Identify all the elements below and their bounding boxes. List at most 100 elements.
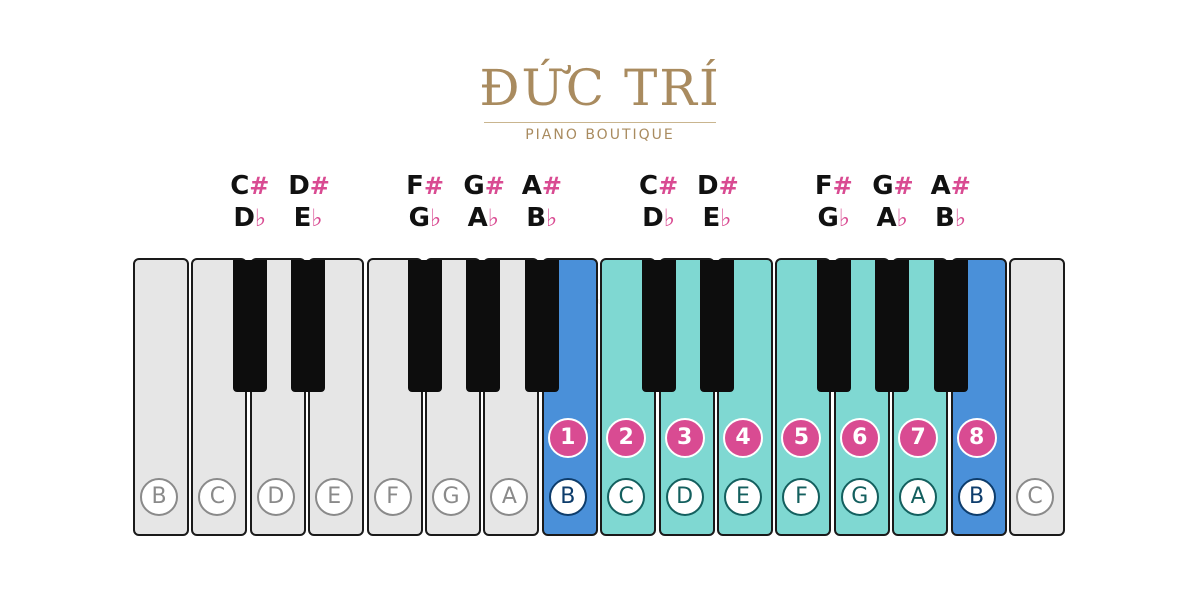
scale-step-badge: 5	[781, 418, 822, 458]
flat-letter: G	[408, 203, 430, 233]
accidental-label: C#D♭	[639, 170, 679, 234]
sharp-label: F#	[405, 170, 445, 202]
sharp-letter: D	[697, 171, 719, 201]
sharp-label: A#	[522, 170, 562, 202]
black-key[interactable]	[641, 260, 676, 392]
note-label: C	[198, 478, 237, 516]
sharp-symbol: #	[718, 172, 739, 200]
note-label: D	[665, 478, 704, 516]
accidental-label: F#G♭	[814, 170, 854, 234]
flat-symbol: ♭	[254, 204, 267, 232]
sharp-symbol: #	[658, 172, 679, 200]
sharp-label: G#	[463, 170, 505, 202]
note-label: C	[607, 478, 646, 516]
sharp-letter: C	[230, 171, 250, 201]
logo: ĐỨC TRÍ PIANO BOUTIQUE	[0, 58, 1200, 143]
accidental-label: G#A♭	[463, 170, 505, 234]
flat-letter: B	[935, 203, 955, 233]
note-label: A	[490, 478, 529, 516]
flat-symbol: ♭	[838, 204, 851, 232]
flat-label: D♭	[230, 202, 270, 234]
flat-symbol: ♭	[311, 204, 323, 232]
note-label: B	[140, 478, 178, 516]
sharp-letter: F	[814, 171, 833, 201]
sharp-letter: G	[463, 171, 485, 201]
sharp-symbol: #	[832, 172, 853, 200]
white-key[interactable]: E	[308, 258, 365, 536]
logo-divider	[484, 122, 716, 123]
logo-title: ĐỨC TRÍ	[479, 59, 721, 117]
accidental-label: D#E♭	[697, 170, 739, 234]
sharp-letter: A	[930, 171, 951, 201]
note-label: G	[840, 478, 879, 516]
accidental-label: F#G♭	[405, 170, 445, 234]
flat-symbol: ♭	[896, 204, 908, 232]
black-key[interactable]	[408, 260, 442, 392]
sharp-symbol: #	[249, 172, 270, 200]
black-key[interactable]	[816, 260, 851, 392]
flat-symbol: ♭	[546, 204, 558, 232]
scale-step-badge: 8	[956, 418, 997, 458]
sharp-label: D#	[288, 170, 330, 202]
sharp-symbol: #	[950, 172, 971, 200]
sharp-label: F#	[814, 170, 854, 202]
flat-label: E♭	[288, 202, 328, 234]
note-label: F	[782, 478, 821, 516]
accidental-label: A#B♭	[522, 170, 562, 234]
sharp-letter: G	[872, 171, 894, 201]
black-key[interactable]	[232, 260, 267, 392]
sharp-letter: A	[521, 171, 542, 201]
flat-label: E♭	[697, 202, 737, 234]
sharp-label: C#	[230, 170, 270, 202]
flat-label: A♭	[463, 202, 503, 234]
scale-step-badge: 3	[664, 418, 705, 458]
scale-step-badge: 7	[898, 418, 939, 458]
flat-label: G♭	[814, 202, 854, 234]
black-key[interactable]	[291, 260, 326, 392]
flat-letter: D	[642, 203, 664, 233]
sharp-label: C#	[639, 170, 679, 202]
scale-step-badge: 2	[606, 418, 647, 458]
note-label: B	[548, 478, 587, 516]
flat-letter: E	[702, 203, 721, 233]
accidental-label: D#E♭	[288, 170, 330, 234]
flat-label: A♭	[872, 202, 912, 234]
scale-step-badge: 4	[723, 418, 763, 458]
flat-symbol: ♭	[720, 204, 732, 232]
note-label: D	[256, 478, 295, 516]
black-key[interactable]	[524, 260, 559, 392]
sharp-letter: D	[288, 171, 310, 201]
flat-symbol: ♭	[954, 204, 967, 232]
accidental-label: A#B♭	[931, 170, 971, 234]
note-label: G	[432, 478, 470, 516]
black-key[interactable]	[466, 260, 501, 392]
logo-subtitle: PIANO BOUTIQUE	[525, 127, 675, 143]
note-label: C	[1016, 478, 1054, 516]
sharp-letter: F	[406, 171, 424, 201]
flat-symbol: ♭	[430, 204, 442, 232]
sharp-symbol: #	[484, 172, 505, 200]
accidental-label: C#D♭	[230, 170, 270, 234]
sharp-symbol: #	[423, 172, 444, 200]
flat-label: D♭	[639, 202, 679, 234]
flat-letter: A	[467, 203, 488, 233]
white-key[interactable]: C	[1009, 258, 1065, 536]
black-key[interactable]	[700, 260, 734, 392]
flat-letter: D	[233, 203, 255, 233]
sharp-label: D#	[697, 170, 739, 202]
note-label: A	[899, 478, 938, 516]
flat-label: G♭	[405, 202, 445, 234]
black-key[interactable]	[875, 260, 910, 392]
sharp-label: A#	[931, 170, 971, 202]
scale-step-badge: 6	[839, 418, 880, 458]
note-label: E	[724, 478, 762, 516]
flat-label: B♭	[931, 202, 971, 234]
white-key[interactable]: B	[133, 258, 189, 536]
flat-symbol: ♭	[487, 204, 500, 232]
black-key[interactable]	[933, 260, 968, 392]
flat-letter: G	[817, 203, 839, 233]
sharp-label: G#	[872, 170, 913, 202]
sharp-symbol: #	[309, 172, 330, 200]
